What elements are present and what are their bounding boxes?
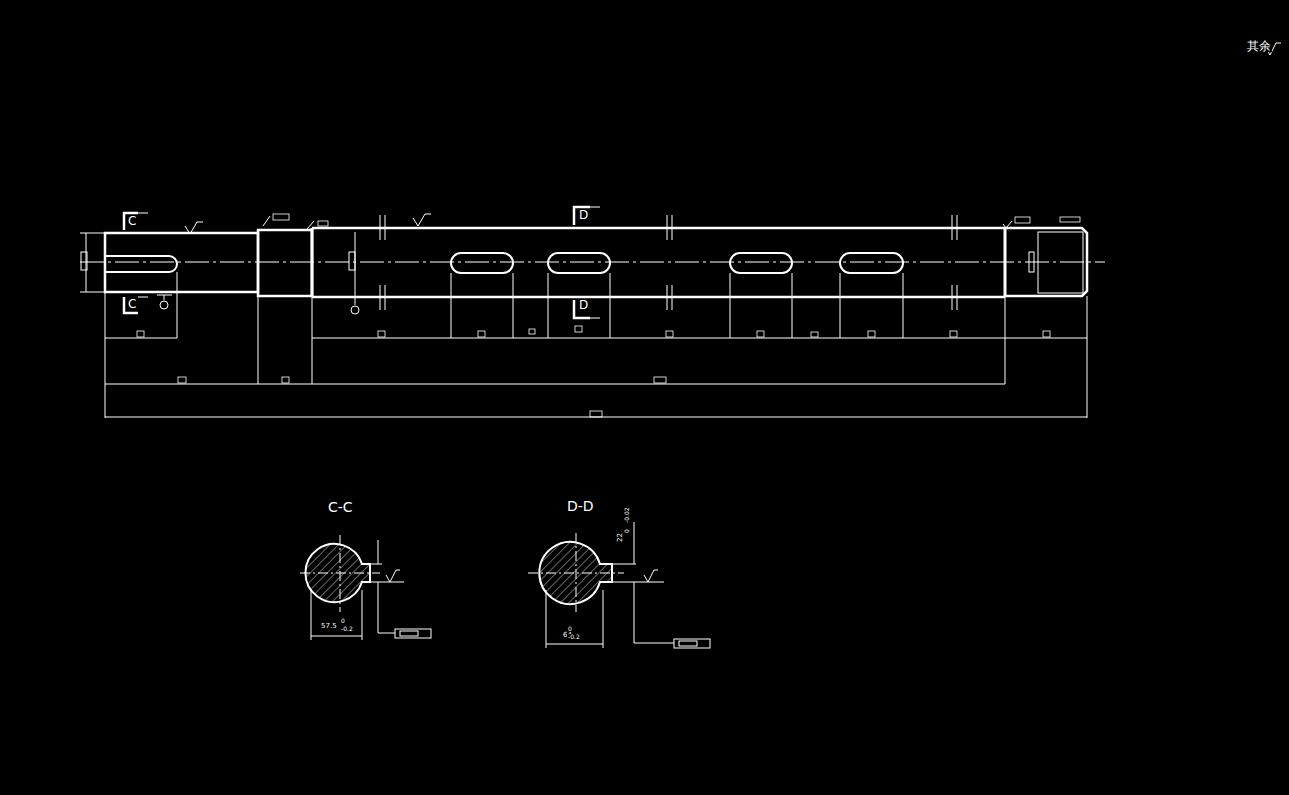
tolerance-text: 0 xyxy=(340,618,346,624)
dimension-text: 57.5 xyxy=(320,623,338,630)
dimension-text: 22 xyxy=(617,532,624,543)
section-letter: C xyxy=(127,298,137,310)
section-letter: D xyxy=(578,299,589,311)
section-letter: D xyxy=(578,209,589,221)
section-letter: C xyxy=(127,215,137,227)
section-title: D-D xyxy=(566,499,595,513)
note-text: 其余 xyxy=(1246,40,1272,52)
section-title: C-C xyxy=(327,500,354,514)
tolerance-text: 0 xyxy=(567,626,573,632)
tolerance-text: -0.02 xyxy=(624,506,630,524)
tolerance-text: -0.2 xyxy=(567,634,581,640)
tolerance-text: 0 xyxy=(624,528,630,534)
tolerance-text: -0.2 xyxy=(340,626,354,632)
